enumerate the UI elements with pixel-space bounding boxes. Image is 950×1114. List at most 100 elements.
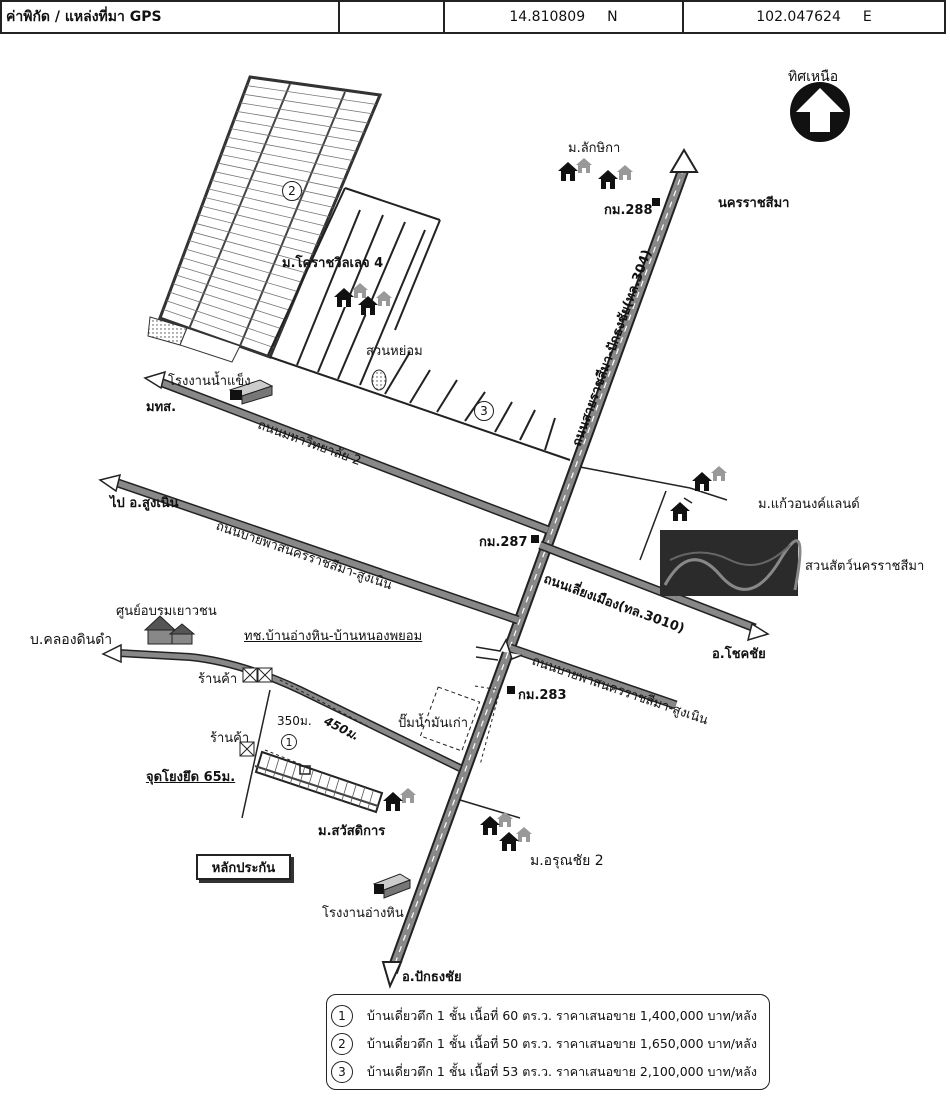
label-rural-road: ทช.บ้านอ่างหิน-บ้านหนองพยอม xyxy=(244,629,423,644)
grid-line xyxy=(214,171,337,199)
label-nakhon-ratchasima: นครราชสีมา xyxy=(718,196,790,211)
plot-line xyxy=(358,787,366,808)
minor-roads xyxy=(241,466,728,819)
label-km288: กม.288 xyxy=(604,203,653,218)
label-lakshika: ม.ลักษิกา xyxy=(568,141,621,156)
marker-3: 3 xyxy=(474,401,494,421)
grid-line xyxy=(201,205,322,236)
label-arun-chai: ม.อรุณชัย 2 xyxy=(530,853,604,869)
legend-number: 3 xyxy=(331,1061,353,1083)
marker-2: 2 xyxy=(282,181,302,201)
grid-line xyxy=(169,291,282,330)
zoo-image xyxy=(660,530,802,596)
legend-text: บ้านเดี่ยวตึก 1 ชั้น เนื้อที่ 50 ตร.ว. ร… xyxy=(367,1036,757,1051)
label-khlong-din-dam: บ.คลองดินดำ xyxy=(30,632,113,648)
village-1-block xyxy=(254,750,384,814)
plot-line xyxy=(272,757,280,778)
legend-row: 2 บ้านเดี่ยวตึก 1 ชั้น เนื้อที่ 50 ตร.ว.… xyxy=(331,1033,757,1055)
grid-line xyxy=(240,102,369,124)
label-to-sung-noen: ไป อ.สูงเนิน xyxy=(110,496,179,511)
grid-line xyxy=(185,248,302,283)
plot-line xyxy=(264,754,271,776)
legend-row: 3 บ้านเดี่ยวตึก 1 ชั้น เนื้อที่ 53 ตร.ว.… xyxy=(331,1061,757,1083)
grid-line xyxy=(195,222,314,255)
grid-line xyxy=(208,188,330,218)
plot-line xyxy=(307,769,314,790)
grid-line xyxy=(230,128,357,152)
legend-number: 1 xyxy=(331,1005,353,1027)
road-rural xyxy=(101,643,462,772)
grid-line xyxy=(179,265,294,302)
grid-line xyxy=(188,240,306,274)
plot-line xyxy=(349,784,357,805)
label-sawatdikan: ม.สวัสดิการ xyxy=(318,824,386,839)
grid-line xyxy=(211,179,333,208)
label-zoo: สวนสัตว์นครราชสีมา xyxy=(805,559,925,574)
plot-line xyxy=(367,789,374,811)
legend-row: 1 บ้านเดี่ยวตึก 1 ชั้น เนื้อที่ 60 ตร.ว.… xyxy=(331,1005,757,1027)
label-chok-chai: อ.โชคชัย xyxy=(712,647,766,662)
legend-text: บ้านเดี่ยวตึก 1 ชั้น เนื้อที่ 53 ตร.ว. ร… xyxy=(367,1064,757,1079)
plot-line xyxy=(289,763,297,784)
youth-center-icon xyxy=(143,615,196,645)
label-km287: กม.287 xyxy=(479,535,528,550)
label-suan-yom: สวนหย่อม xyxy=(366,344,423,359)
plot-line xyxy=(324,775,331,796)
grid-line xyxy=(237,111,365,133)
small-garden xyxy=(371,369,387,391)
plot-outline xyxy=(179,327,241,363)
grid-line xyxy=(182,257,298,292)
km-post-icon xyxy=(507,198,660,694)
plot-line xyxy=(315,772,323,793)
legend-box: 1 บ้านเดี่ยวตึก 1 ชั้น เนื้อที่ 60 ตร.ว.… xyxy=(326,994,770,1090)
latitude-dir: N xyxy=(607,9,618,25)
village-3-soi xyxy=(267,187,571,461)
grid-line xyxy=(163,309,275,349)
grid-line xyxy=(175,274,290,311)
grid-line xyxy=(198,214,318,246)
house-icons xyxy=(334,158,727,851)
label-km283: กม.283 xyxy=(518,688,567,703)
label-dist-350: 350ม. xyxy=(277,714,312,728)
grid-line xyxy=(166,300,278,339)
label-korat-village-4: ม.โคราชวิลเลจ 4 xyxy=(282,256,384,271)
grid-line xyxy=(204,197,326,227)
grid-line xyxy=(217,162,341,189)
grid-line xyxy=(220,154,345,180)
grid-line xyxy=(227,136,353,161)
road-bypass-upper xyxy=(98,473,520,625)
village-2-grid xyxy=(158,75,383,359)
grid-line xyxy=(224,145,349,171)
collateral-box: หลักประกัน xyxy=(196,854,291,880)
grid-line xyxy=(243,93,373,115)
label-junction: จุดโยงยึด 65ม. xyxy=(146,770,236,785)
label-kaeo-anong: ม.แก้วอนงค์แลนด์ xyxy=(758,497,860,512)
factory-icon xyxy=(228,379,412,899)
gps-label: ค่าพิกัด / แหล่งที่มา GPS xyxy=(2,2,340,32)
grid-line xyxy=(192,231,310,264)
marker-1: 1 xyxy=(281,734,297,750)
label-youth-center: ศูนย์อบรมเยาวชน xyxy=(116,604,217,619)
road-mahawitthayalai-2 xyxy=(143,370,550,535)
grid-line xyxy=(233,119,361,143)
grid-line xyxy=(172,283,286,320)
label-shop-1: ร้านค้า xyxy=(198,672,238,687)
plot-line xyxy=(298,766,306,787)
longitude-value: 102.047624 xyxy=(756,9,841,25)
road-3010 xyxy=(538,540,770,642)
overpass-symbol xyxy=(475,638,523,661)
label-ang-hin-factory: โรงงานอ่างหิน xyxy=(322,906,404,921)
legend-number: 2 xyxy=(331,1033,353,1055)
highway-304 xyxy=(381,148,699,989)
plot-line xyxy=(341,781,349,802)
label-old-gas: ปั๊มน้ำมันเก่า xyxy=(398,716,469,731)
road-bypass-lower xyxy=(508,643,678,710)
north-arrow-icon xyxy=(790,82,850,142)
label-mths: มทส. xyxy=(146,400,177,415)
compass-label: ทิศเหนือ xyxy=(788,69,839,85)
label-ice-factory: โรงงานน้ำแข็ง xyxy=(168,374,251,389)
